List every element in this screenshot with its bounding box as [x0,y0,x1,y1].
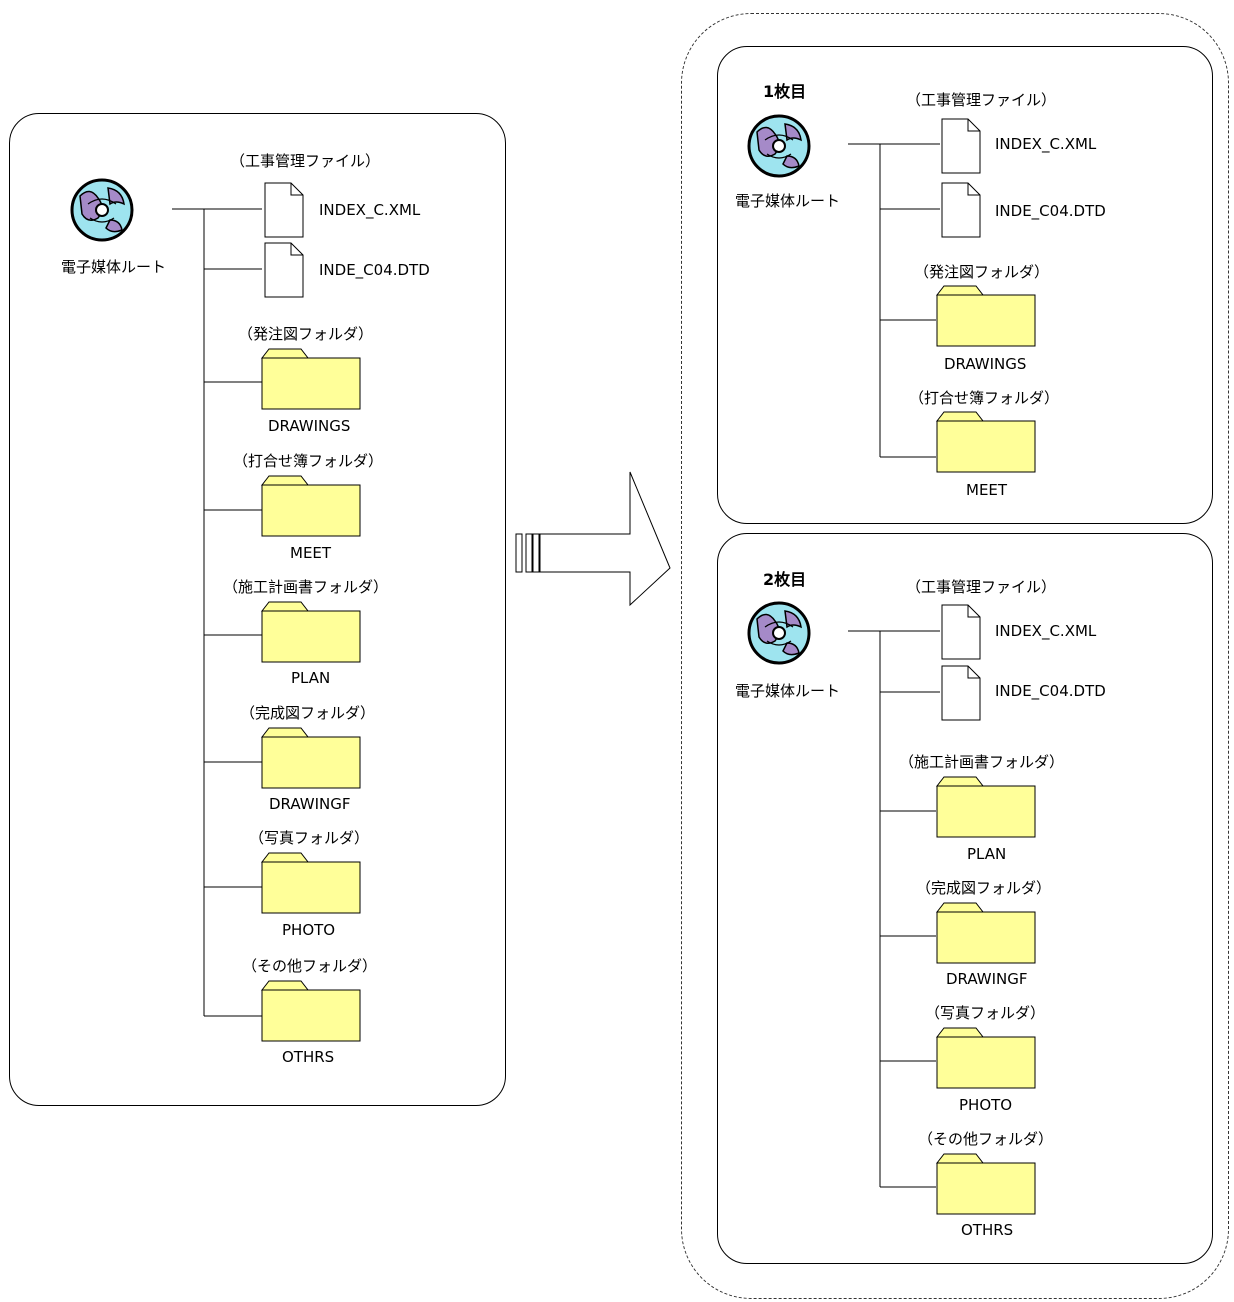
disc2-title: 2枚目 [763,570,807,589]
files-caption: （工事管理ファイル） [906,578,1057,596]
folder-icon [260,348,361,414]
folder-name: OTHRS [282,1048,335,1066]
folder-name: PLAN [967,845,1007,863]
folder-icon [935,285,1036,351]
cd-disc-icon [68,174,136,248]
file-name: INDE_C04.DTD [995,682,1106,700]
cd-disc-icon [745,597,813,671]
folder-caption: （施工計画書フォルダ） [223,578,389,596]
disc1-title: 1枚目 [763,82,807,101]
folder-icon [935,1027,1036,1093]
folder-caption: （打合せ簿フォルダ） [909,389,1060,407]
folder-caption: （その他フォルダ） [242,957,378,975]
folder-caption: （写真フォルダ） [249,829,370,847]
folder-caption: （施工計画書フォルダ） [899,753,1065,771]
right-arrow [515,471,671,607]
folder-icon [935,1153,1036,1219]
cd-disc-icon [745,110,813,184]
folder-icon [935,776,1036,842]
files-caption: （工事管理ファイル） [906,91,1057,109]
root-label: 電子媒体ルート [61,258,167,276]
folder-caption: （その他フォルダ） [918,1130,1054,1148]
file-name: INDE_C04.DTD [995,202,1106,220]
file-icon [264,182,304,242]
folder-icon [260,727,361,793]
file-icon [264,242,304,302]
folder-caption: （発注図フォルダ） [238,325,374,343]
folder-caption: （発注図フォルダ） [914,263,1050,281]
file-icon [941,665,981,725]
folder-name: PHOTO [959,1096,1013,1114]
file-icon [941,604,981,664]
files-caption: （工事管理ファイル） [230,152,381,170]
folder-icon [260,852,361,918]
folder-name: MEET [966,481,1008,499]
folder-icon [260,980,361,1046]
folder-caption: （完成図フォルダ） [916,879,1052,897]
file-name: INDE_C04.DTD [319,261,430,279]
file-name: INDEX_C.XML [319,201,421,219]
folder-name: DRAWINGF [946,970,1028,988]
folder-name: MEET [290,544,332,562]
folder-name: DRAWINGS [268,417,351,435]
folder-caption: （打合せ簿フォルダ） [233,452,384,470]
folder-name: PHOTO [282,921,336,939]
split-media-container [681,13,1229,1299]
folder-icon [260,475,361,541]
folder-name: DRAWINGF [269,795,351,813]
folder-caption: （完成図フォルダ） [240,704,376,722]
file-name: INDEX_C.XML [995,622,1097,640]
folder-name: OTHRS [961,1221,1014,1239]
folder-caption: （写真フォルダ） [925,1004,1046,1022]
folder-name: DRAWINGS [944,355,1027,373]
file-icon [941,182,981,242]
folder-name: PLAN [291,669,331,687]
source-media-panel [9,113,506,1106]
root-label: 電子媒体ルート [735,682,841,700]
root-label: 電子媒体ルート [735,192,841,210]
file-name: INDEX_C.XML [995,135,1097,153]
file-icon [941,118,981,178]
folder-icon [935,411,1036,477]
folder-icon [260,601,361,667]
folder-icon [935,902,1036,968]
